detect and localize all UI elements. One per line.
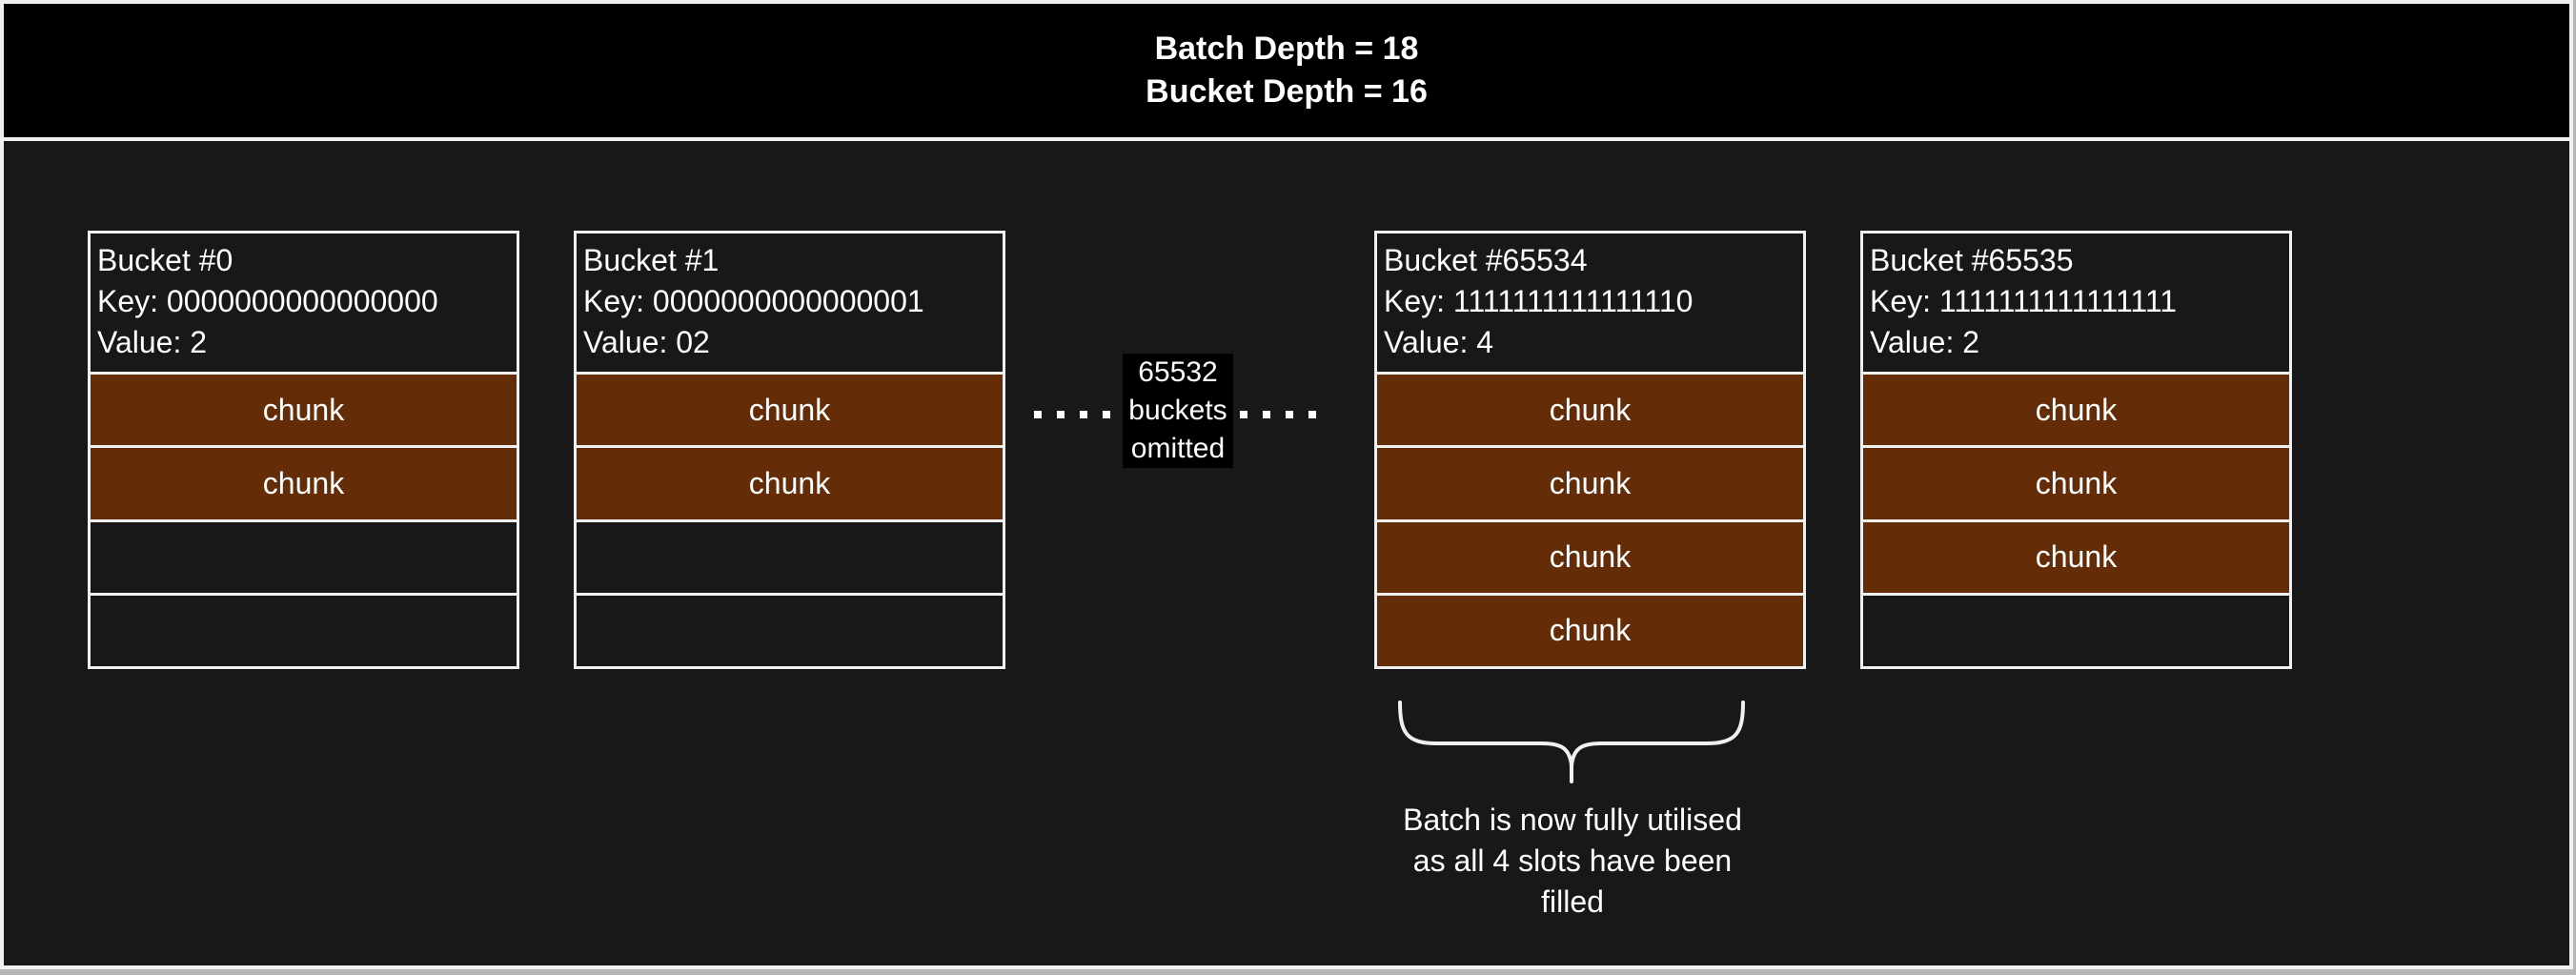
bucket-info: Bucket #65535 Key: 1111111111111111 Valu… bbox=[1863, 234, 2289, 372]
chunk-slot: chunk bbox=[1377, 592, 1803, 666]
bucket-65535: Bucket #65535 Key: 1111111111111111 Valu… bbox=[1860, 231, 2292, 669]
bucket-title: Bucket #65534 bbox=[1384, 243, 1588, 277]
chunk-slot: chunk bbox=[577, 372, 1003, 446]
bucket-1: Bucket #1 Key: 0000000000000001 Value: 0… bbox=[574, 231, 1005, 669]
dot-icon bbox=[1240, 411, 1247, 418]
chunk-slot: chunk bbox=[577, 445, 1003, 519]
bucket-title: Bucket #65535 bbox=[1870, 243, 2074, 277]
chunk-slot: chunk bbox=[91, 445, 517, 519]
dot-icon bbox=[1308, 411, 1316, 418]
batch-depth-text: Batch Depth = 18 bbox=[1154, 30, 1419, 67]
chunk-slot: chunk bbox=[1377, 445, 1803, 519]
dot-icon bbox=[1080, 411, 1087, 418]
bucket-info: Bucket #65534 Key: 1111111111111110 Valu… bbox=[1377, 234, 1803, 372]
bucket-info: Bucket #0 Key: 0000000000000000 Value: 2 bbox=[91, 234, 517, 372]
omitted-buckets-label: 65532 buckets omitted bbox=[1123, 354, 1233, 468]
empty-slot bbox=[577, 592, 1003, 666]
chunk-slot: chunk bbox=[1863, 445, 2289, 519]
bucket-value: Value: 02 bbox=[583, 325, 710, 359]
chunk-slot: chunk bbox=[1863, 518, 2289, 593]
omitted-dots-right bbox=[1240, 411, 1316, 418]
batch-full-annotation: Batch is now fully utilised as all 4 slo… bbox=[1403, 802, 1742, 919]
empty-slot bbox=[1863, 592, 2289, 666]
bucket-value: Value: 2 bbox=[1870, 325, 1980, 359]
dot-icon bbox=[1057, 411, 1065, 418]
omitted-dots-left bbox=[1034, 411, 1110, 418]
empty-slot bbox=[91, 592, 517, 666]
chunk-slot: chunk bbox=[91, 372, 517, 446]
bucket-title: Bucket #0 bbox=[97, 243, 233, 277]
bucket-65534: Bucket #65534 Key: 1111111111111110 Valu… bbox=[1374, 231, 1806, 669]
chunk-slot: chunk bbox=[1377, 372, 1803, 446]
bucket-value: Value: 2 bbox=[97, 325, 208, 359]
bucket-key: Key: 1111111111111110 bbox=[1384, 284, 1694, 318]
header-bar: Batch Depth = 18 Bucket Depth = 16 bbox=[4, 4, 2569, 141]
dot-icon bbox=[1263, 411, 1270, 418]
empty-slot bbox=[91, 518, 517, 593]
bucket-title: Bucket #1 bbox=[583, 243, 720, 277]
dot-icon bbox=[1286, 411, 1293, 418]
bucket-depth-text: Bucket Depth = 16 bbox=[1146, 73, 1428, 110]
bucket-key: Key: 1111111111111111 bbox=[1870, 284, 2178, 318]
dot-icon bbox=[1034, 411, 1042, 418]
bucket-0: Bucket #0 Key: 0000000000000000 Value: 2… bbox=[88, 231, 519, 669]
underbrace-icon bbox=[1398, 701, 1745, 783]
chunk-slot: chunk bbox=[1377, 518, 1803, 593]
chunk-slot: chunk bbox=[1863, 372, 2289, 446]
bucket-info: Bucket #1 Key: 0000000000000001 Value: 0… bbox=[577, 234, 1003, 372]
bucket-key: Key: 0000000000000001 bbox=[583, 284, 924, 318]
empty-slot bbox=[577, 518, 1003, 593]
bucket-key: Key: 0000000000000000 bbox=[97, 284, 438, 318]
dot-icon bbox=[1103, 411, 1110, 418]
bucket-value: Value: 4 bbox=[1384, 325, 1494, 359]
